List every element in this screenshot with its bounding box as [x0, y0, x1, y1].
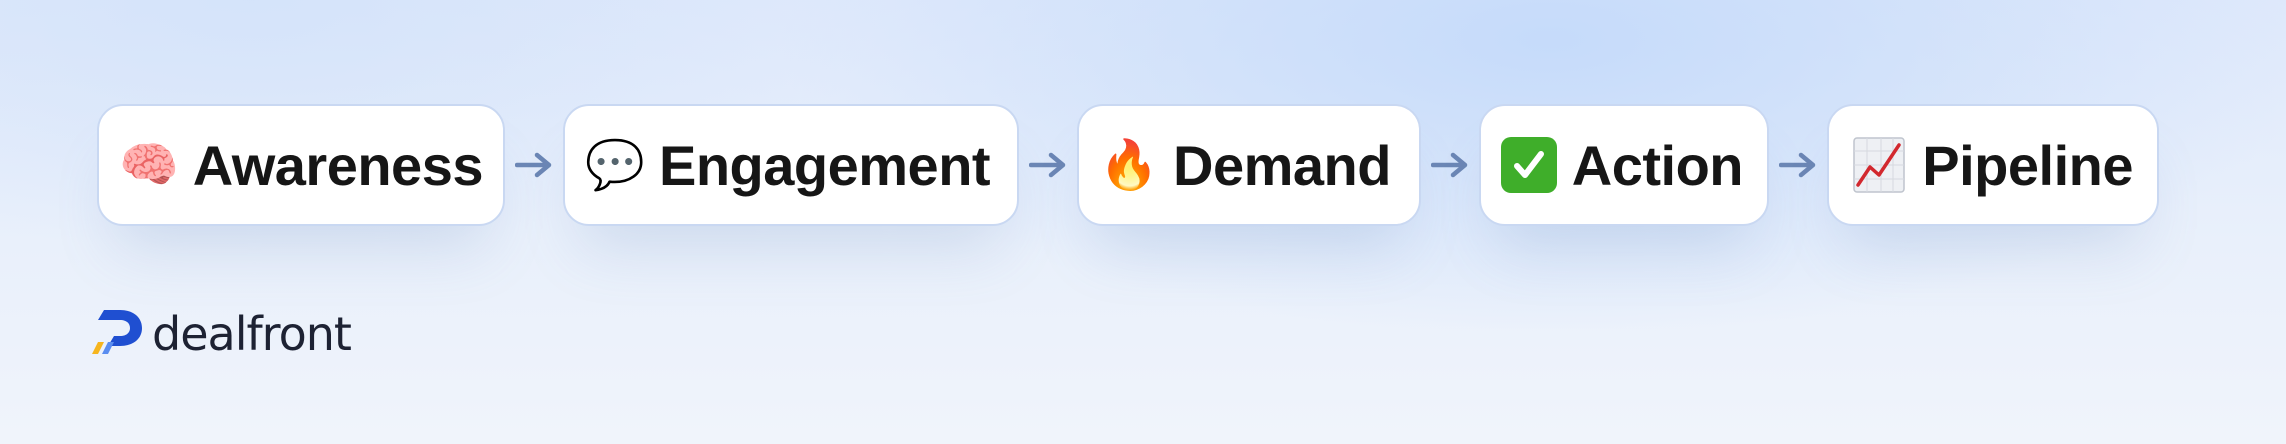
arrow-right-icon — [1769, 151, 1827, 179]
stage-label: Action — [1571, 133, 1744, 197]
stage-label: Pipeline — [1922, 133, 2133, 197]
dealfront-logo-icon — [86, 306, 146, 361]
check-badge — [1501, 137, 1558, 193]
brain-icon: 🧠 — [119, 137, 179, 193]
fire-icon: 🔥 — [1099, 137, 1159, 193]
arrow-right-icon — [1019, 151, 1077, 179]
funnel-flow: 🧠 Awareness 💬 Engagement 🔥 Demand — [97, 104, 2159, 226]
stage-engagement: 💬 Engagement — [563, 104, 1019, 226]
arrow-right-icon — [505, 151, 563, 179]
stage-label: Awareness — [192, 133, 484, 197]
stage-demand: 🔥 Demand — [1077, 104, 1421, 226]
stage-pipeline: Pipeline — [1827, 104, 2159, 226]
chart-increasing-icon — [1849, 135, 1908, 195]
stage-label: Engagement — [659, 133, 991, 197]
brand-wordmark: dealfront — [152, 306, 352, 361]
arrow-right-icon — [1421, 151, 1479, 179]
stage-label: Demand — [1173, 133, 1391, 197]
dealfront-logo: dealfront — [86, 306, 352, 361]
stage-awareness: 🧠 Awareness — [97, 104, 505, 226]
check-mark-icon — [1501, 135, 1558, 195]
speech-bubble-icon: 💬 — [585, 137, 645, 193]
stage-action: Action — [1479, 104, 1769, 226]
